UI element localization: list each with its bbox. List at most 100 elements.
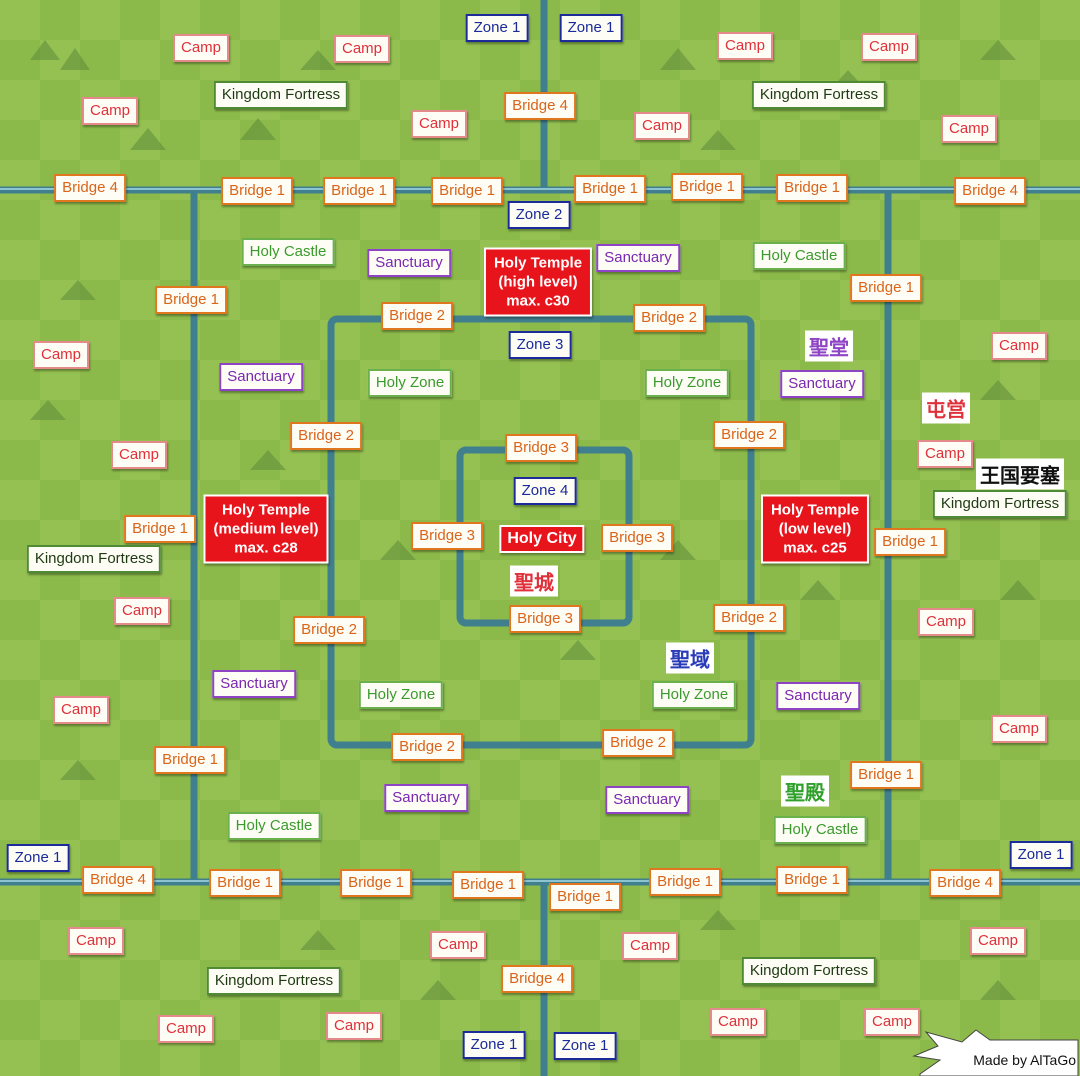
holy-zone-label[interactable]: Holy Zone (651, 681, 737, 709)
camp-label[interactable]: Camp (333, 35, 391, 63)
holy-castle-label[interactable]: Holy Castle (752, 242, 846, 270)
camp-label[interactable]: Camp (410, 110, 468, 138)
temple-max: max. c30 (506, 292, 570, 310)
bridge-label[interactable]: Bridge 1 (671, 173, 743, 201)
zone-label[interactable]: Zone 2 (507, 201, 571, 229)
bridge-label[interactable]: Bridge 1 (452, 871, 524, 899)
kingdom-fortress-label[interactable]: Kingdom Fortress (26, 545, 162, 573)
zone-label[interactable]: Zone 1 (553, 1032, 617, 1060)
sanctuary-label[interactable]: Sanctuary (780, 370, 864, 398)
camp-label[interactable]: Camp (52, 696, 110, 724)
camp-label[interactable]: Camp (429, 931, 487, 959)
sanctuary-label[interactable]: Sanctuary (384, 784, 468, 812)
bridge-label[interactable]: Bridge 4 (82, 866, 154, 894)
holy-temple-high[interactable]: Holy Temple (high level) max. c30 (483, 247, 593, 317)
bridge-label[interactable]: Bridge 1 (574, 175, 646, 203)
camp-label[interactable]: Camp (172, 34, 230, 62)
bridge-label[interactable]: Bridge 3 (601, 524, 673, 552)
camp-label[interactable]: Camp (325, 1012, 383, 1040)
camp-label[interactable]: Camp (969, 927, 1027, 955)
bridge-label[interactable]: Bridge 1 (776, 866, 848, 894)
camp-label[interactable]: Camp (157, 1015, 215, 1043)
bridge-label[interactable]: Bridge 2 (713, 604, 785, 632)
camp-label[interactable]: Camp (917, 608, 975, 636)
bridge-label[interactable]: Bridge 1 (850, 274, 922, 302)
camp-label[interactable]: Camp (860, 33, 918, 61)
bridge-label[interactable]: Bridge 1 (221, 177, 293, 205)
bridge-label[interactable]: Bridge 1 (124, 515, 196, 543)
sanctuary-label[interactable]: Sanctuary (776, 682, 860, 710)
bridge-label[interactable]: Bridge 1 (209, 869, 281, 897)
bridge-label[interactable]: Bridge 2 (713, 421, 785, 449)
zone-label[interactable]: Zone 1 (559, 14, 623, 42)
camp-label[interactable]: Camp (110, 441, 168, 469)
kingdom-fortress-label[interactable]: Kingdom Fortress (206, 967, 342, 995)
camp-label[interactable]: Camp (863, 1008, 921, 1036)
camp-label[interactable]: Camp (113, 597, 171, 625)
kingdom-fortress-label[interactable]: Kingdom Fortress (751, 81, 887, 109)
bridge-label[interactable]: Bridge 1 (154, 746, 226, 774)
bridge-label[interactable]: Bridge 1 (549, 883, 621, 911)
bridge-label[interactable]: Bridge 2 (381, 302, 453, 330)
bridge-label[interactable]: Bridge 4 (954, 177, 1026, 205)
zone-label[interactable]: Zone 1 (1009, 841, 1073, 869)
holy-zone-label[interactable]: Holy Zone (367, 369, 453, 397)
sanctuary-label[interactable]: Sanctuary (596, 244, 680, 272)
bridge-label[interactable]: Bridge 4 (504, 92, 576, 120)
kingdom-fortress-label[interactable]: Kingdom Fortress (741, 957, 877, 985)
zone-label[interactable]: Zone 1 (6, 844, 70, 872)
temple-level: (medium level) (213, 520, 319, 538)
camp-label[interactable]: Camp (633, 112, 691, 140)
camp-label[interactable]: Camp (621, 932, 679, 960)
sanctuary-label[interactable]: Sanctuary (367, 249, 451, 277)
bridge-label[interactable]: Bridge 1 (649, 868, 721, 896)
bridge-label[interactable]: Bridge 2 (602, 729, 674, 757)
bridge-label[interactable]: Bridge 3 (505, 434, 577, 462)
bridge-label[interactable]: Bridge 3 (411, 522, 483, 550)
bridge-label[interactable]: Bridge 2 (290, 422, 362, 450)
sanctuary-label[interactable]: Sanctuary (212, 670, 296, 698)
sanctuary-label[interactable]: Sanctuary (605, 786, 689, 814)
camp-label[interactable]: Camp (716, 32, 774, 60)
camp-label[interactable]: Camp (990, 332, 1048, 360)
cjk-fortress-label: 王国要塞 (976, 458, 1064, 490)
bridge-label[interactable]: Bridge 1 (874, 528, 946, 556)
camp-label[interactable]: Camp (916, 440, 974, 468)
holy-zone-label[interactable]: Holy Zone (358, 681, 444, 709)
camp-label[interactable]: Camp (67, 927, 125, 955)
bridge-label[interactable]: Bridge 1 (431, 177, 503, 205)
holy-temple-low[interactable]: Holy Temple (low level) max. c25 (760, 494, 870, 564)
holy-castle-label[interactable]: Holy Castle (227, 812, 321, 840)
kingdom-fortress-label[interactable]: Kingdom Fortress (932, 490, 1068, 518)
bridge-label[interactable]: Bridge 2 (293, 616, 365, 644)
camp-label[interactable]: Camp (940, 115, 998, 143)
camp-label[interactable]: Camp (32, 341, 90, 369)
camp-label[interactable]: Camp (990, 715, 1048, 743)
bridge-label[interactable]: Bridge 2 (633, 304, 705, 332)
kingdom-fortress-label[interactable]: Kingdom Fortress (213, 81, 349, 109)
zone-label[interactable]: Zone 1 (465, 14, 529, 42)
holy-castle-label[interactable]: Holy Castle (773, 816, 867, 844)
bridge-label[interactable]: Bridge 4 (929, 869, 1001, 897)
bridge-label[interactable]: Bridge 4 (501, 965, 573, 993)
bridge-label[interactable]: Bridge 1 (340, 869, 412, 897)
holy-temple-medium[interactable]: Holy Temple (medium level) max. c28 (203, 494, 329, 564)
bridge-label[interactable]: Bridge 1 (155, 286, 227, 314)
bridge-label[interactable]: Bridge 3 (509, 605, 581, 633)
rivers-highlight (0, 188, 1080, 882)
zone-label[interactable]: Zone 3 (508, 331, 572, 359)
bridge-label[interactable]: Bridge 1 (323, 177, 395, 205)
bridge-label[interactable]: Bridge 4 (54, 174, 126, 202)
bridge-label[interactable]: Bridge 1 (776, 174, 848, 202)
sanctuary-label[interactable]: Sanctuary (219, 363, 303, 391)
zone-label[interactable]: Zone 1 (462, 1031, 526, 1059)
bridge-label[interactable]: Bridge 1 (850, 761, 922, 789)
holy-zone-label[interactable]: Holy Zone (644, 369, 730, 397)
camp-label[interactable]: Camp (81, 97, 139, 125)
holy-city-label[interactable]: Holy City (499, 525, 585, 553)
zone-label[interactable]: Zone 4 (513, 477, 577, 505)
bridge-label[interactable]: Bridge 2 (391, 733, 463, 761)
camp-label[interactable]: Camp (709, 1008, 767, 1036)
holy-castle-label[interactable]: Holy Castle (241, 238, 335, 266)
temple-max: max. c28 (234, 539, 298, 557)
